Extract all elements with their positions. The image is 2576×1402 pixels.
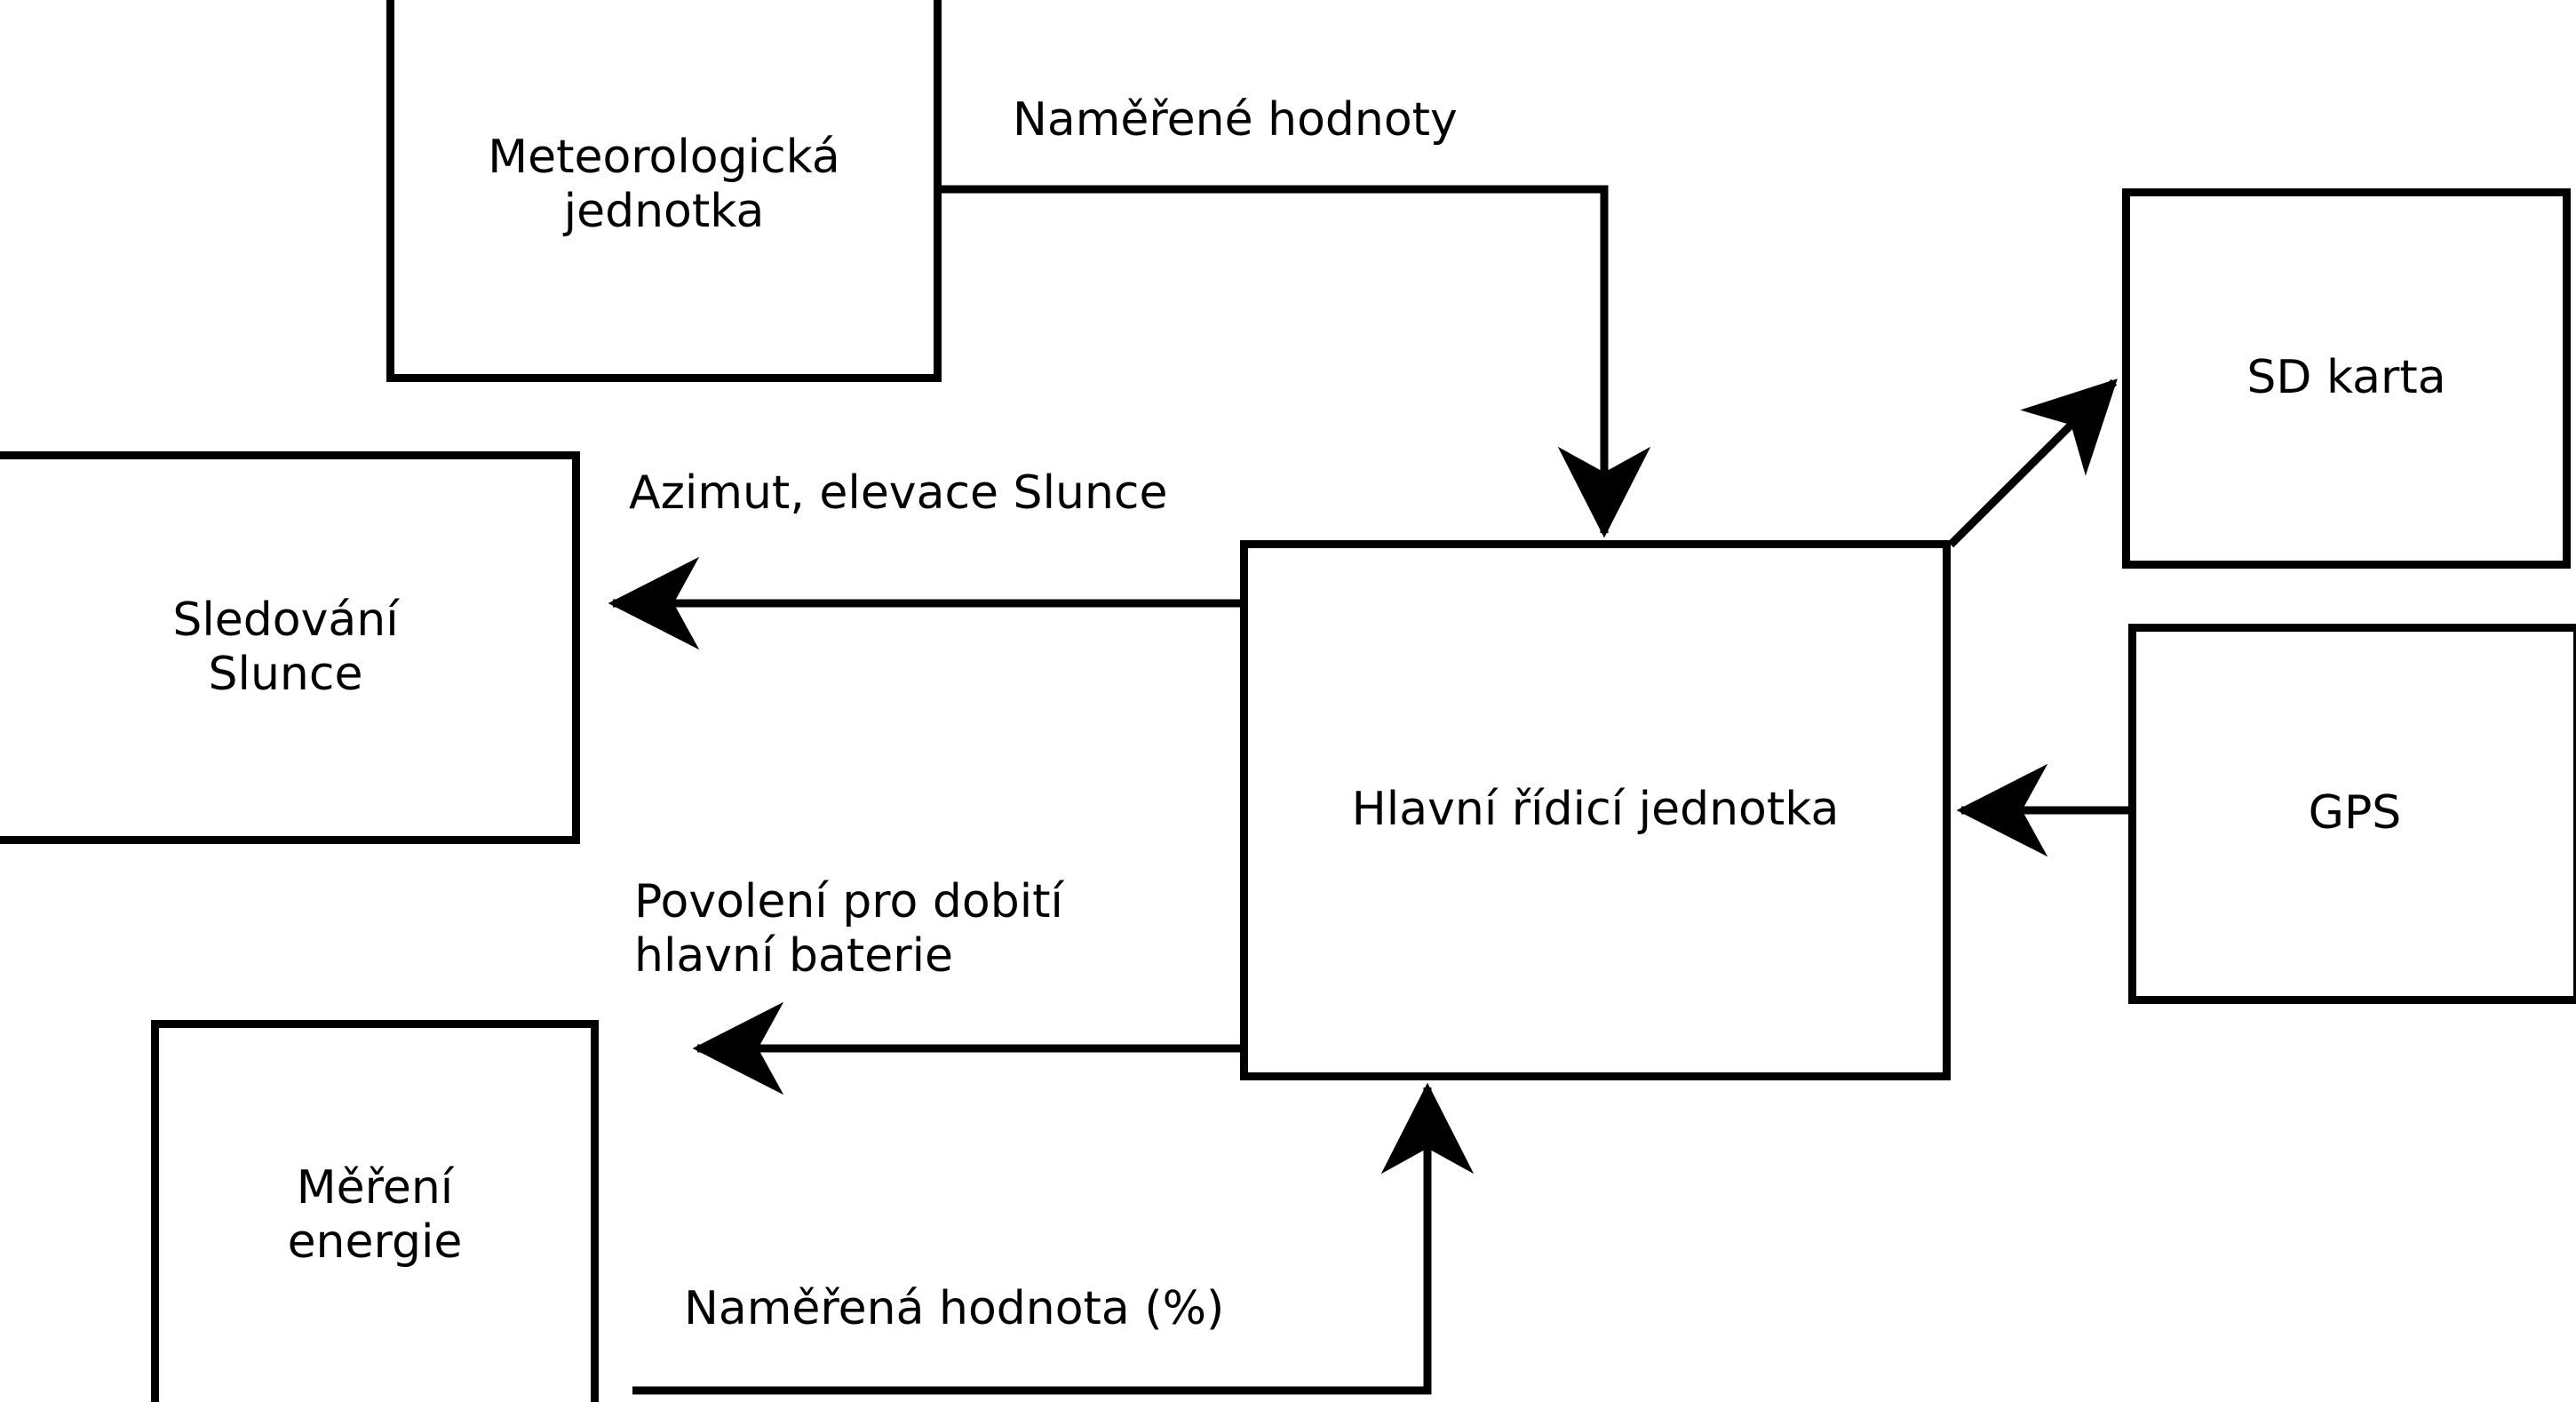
node-label: Měření energie <box>287 1160 463 1269</box>
node-sd-karta[interactable]: SD karta <box>2122 188 2571 569</box>
edge-label-povoleni-pro-dobiti-hlavni-baterie: Povolení pro dobití hlavní baterie <box>634 875 1063 984</box>
edge-meteo-to-main <box>942 185 1651 538</box>
edge-energy-to-main <box>632 1082 1475 1395</box>
node-gps[interactable]: GPS <box>2128 624 2576 1004</box>
edge-label-namerene-hodnoty: Naměřené hodnoty <box>1013 93 1458 147</box>
edge-main-to-sd-card <box>1947 378 2118 548</box>
node-label: SD karta <box>2246 351 2446 405</box>
edge-label-namerena-hodnota-procenta: Naměřená hodnota (%) <box>684 1282 1225 1335</box>
node-label: GPS <box>2308 786 2402 840</box>
node-mereni-energie[interactable]: Měření energie <box>151 1020 599 1402</box>
node-hlavni-ridici-jednotka[interactable]: Hlavní řídicí jednotka <box>1240 540 1951 1080</box>
node-label: Sledování Slunce <box>172 593 399 701</box>
node-label: Meteorologická jednotka <box>488 130 840 238</box>
node-sledovani-slunce[interactable]: Sledování Slunce <box>0 451 580 844</box>
node-meteorologicka-jednotka[interactable]: Meteorologická jednotka <box>386 0 942 382</box>
edge-label-azimut-elevace-slunce: Azimut, elevace Slunce <box>629 466 1168 520</box>
node-label: Hlavní řídicí jednotka <box>1351 783 1840 837</box>
